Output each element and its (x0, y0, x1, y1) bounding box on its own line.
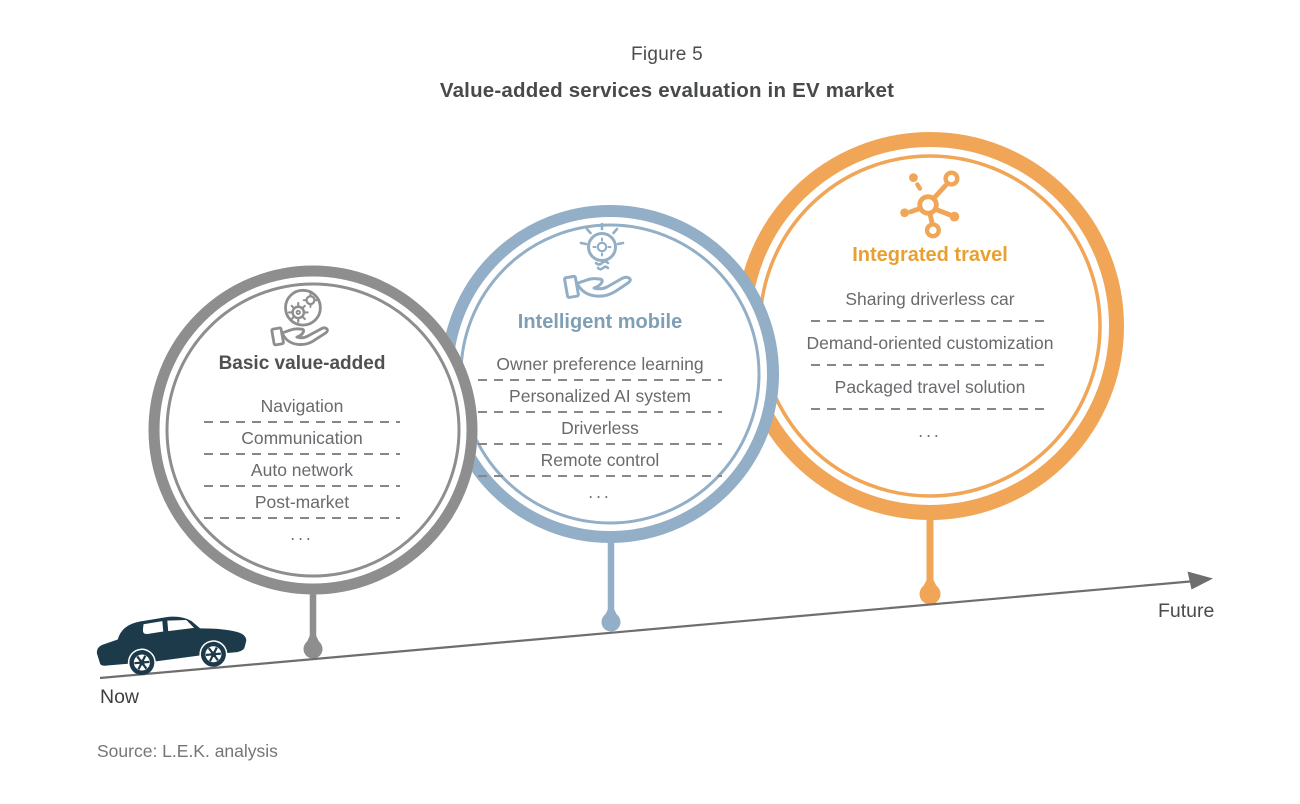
stage-title: Intelligent mobile (517, 311, 683, 333)
idea-bulb-in-hand-icon (558, 221, 642, 309)
service-item: Navigation (260, 396, 344, 416)
dashed-divider (811, 364, 1049, 366)
service-item: Packaged travel solution (834, 377, 1026, 397)
figure-label: Figure 5 (630, 44, 704, 65)
more-items-ellipsis: ... (918, 421, 942, 441)
stage-title: Integrated travel (852, 244, 1008, 266)
service-item: Sharing driverless car (845, 289, 1015, 309)
service-item: Post-market (254, 492, 350, 512)
dashed-divider (811, 320, 1049, 322)
service-item: Remote control (540, 450, 660, 470)
car-icon (96, 616, 247, 676)
basic-ring (148, 265, 478, 595)
front-wheel-icon (200, 641, 226, 667)
connected-network-icon (888, 162, 972, 242)
service-item: Auto network (250, 460, 354, 480)
dashed-divider (478, 475, 722, 477)
stage-intelligent-mobile: Intelligent mobile Owner preference lear… (441, 205, 779, 543)
stage-title: Basic value-added (218, 353, 386, 374)
dashed-divider (204, 421, 400, 423)
stage-item-list: Owner preference learning Personalized A… (450, 349, 750, 507)
dashed-divider (478, 379, 722, 381)
dashed-divider (811, 408, 1049, 410)
service-item: Owner preference learning (496, 354, 704, 374)
service-item: Personalized AI system (509, 386, 691, 406)
dashed-divider (478, 443, 722, 445)
more-items-ellipsis: ... (588, 482, 612, 502)
dashed-divider (478, 411, 722, 413)
service-item: Demand-oriented customization (806, 333, 1054, 353)
now-label: Now (100, 686, 140, 708)
service-item: Communication (241, 428, 363, 448)
arrowhead-icon (1187, 571, 1213, 590)
rear-wheel-icon (129, 650, 155, 676)
stage-basic-value-added: Basic value-added Navigation Communicati… (148, 265, 478, 595)
stage-item-list: Navigation Communication Auto network Po… (172, 391, 432, 549)
dashed-divider (204, 453, 400, 455)
figure-title: Value-added services evaluation in EV ma… (439, 79, 895, 102)
stage-integrated-travel: Integrated travel Sharing driverless car… (736, 132, 1124, 520)
mobile-stage-pin (601, 532, 621, 632)
gears-in-hand-icon (265, 287, 339, 351)
future-label: Future (1158, 600, 1215, 622)
dashed-divider (204, 485, 400, 487)
more-items-ellipsis: ... (290, 524, 314, 544)
dashed-divider (204, 517, 400, 519)
time-axis (99, 571, 1213, 680)
stage-item-list: Sharing driverless car Demand-oriented c… (770, 282, 1090, 448)
service-item: Driverless (561, 418, 639, 438)
figure-header: Figure 5 Value-added services evaluation… (34, 44, 1300, 103)
source-note: Source: L.E.K. analysis (97, 741, 278, 761)
